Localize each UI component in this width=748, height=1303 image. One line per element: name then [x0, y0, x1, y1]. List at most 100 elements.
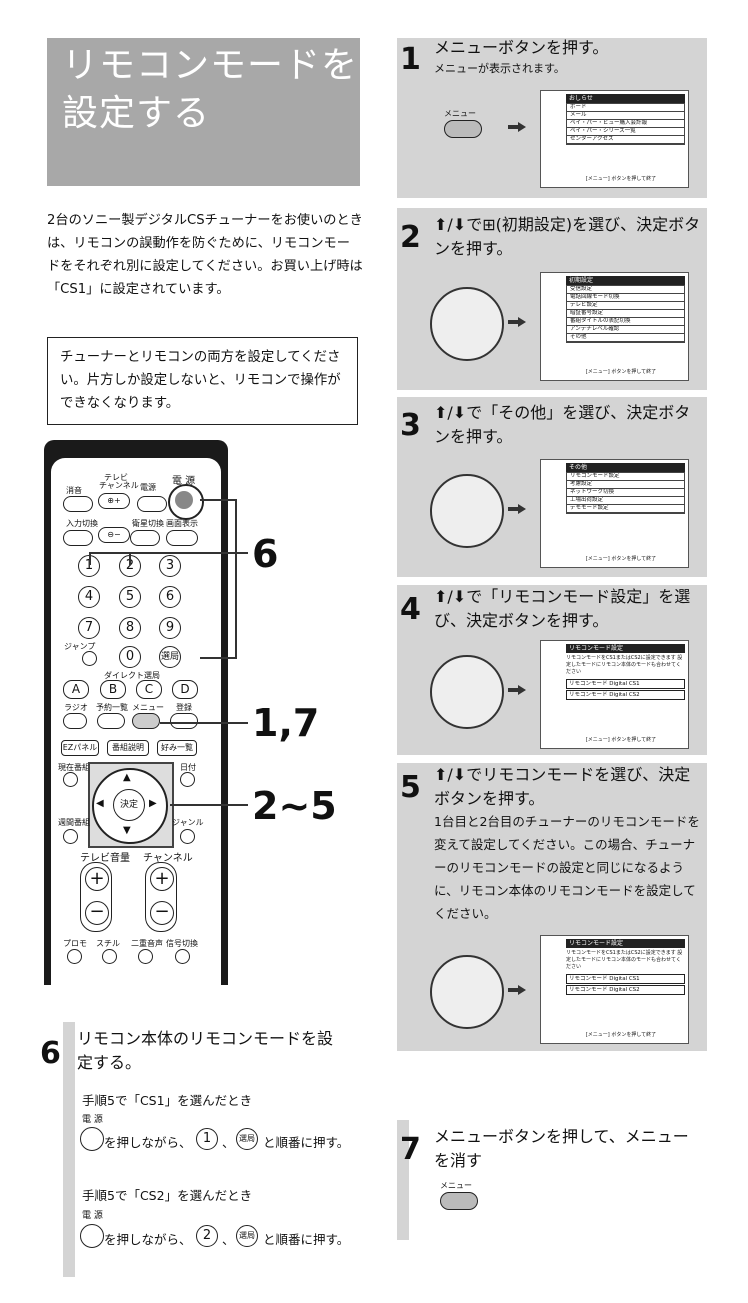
current-program-button[interactable]: [63, 772, 78, 787]
reserve-list-button[interactable]: [97, 713, 125, 729]
register-button[interactable]: [170, 713, 198, 729]
menu-label: メニュー: [132, 703, 164, 712]
jump-button[interactable]: [82, 651, 97, 666]
step4-screen: リモコンモード設定 リモコンモードをCS1またはCS2に設定できます 設定したモ…: [540, 640, 689, 749]
s2-row: アンテナレベル確認: [567, 326, 684, 334]
dual-audio-button[interactable]: [138, 949, 153, 964]
key-b[interactable]: B: [100, 680, 126, 699]
step6-press-order-1: と順番に押す。: [263, 1135, 350, 1150]
menu-button[interactable]: [132, 713, 160, 729]
num-key-3[interactable]: 3: [159, 555, 181, 577]
channel-down-button[interactable]: ⊖−: [98, 527, 130, 543]
key-d[interactable]: D: [172, 680, 198, 699]
channel-up-icon[interactable]: +: [150, 867, 174, 891]
genre-button[interactable]: [180, 829, 195, 844]
callout-step-2-5: 2~5: [252, 784, 337, 828]
s5-desc: リモコンモードをCS1またはCS2に設定できます 設定したモードにリモコン本体の…: [566, 950, 683, 970]
select-button[interactable]: 選局: [159, 646, 181, 668]
input-switch-button[interactable]: [63, 530, 93, 546]
weekly-program-button[interactable]: [63, 829, 78, 844]
program-info-button[interactable]: 番組説明: [107, 740, 149, 756]
step7-number: 7: [400, 1132, 421, 1167]
arrow-icon-2: [508, 320, 518, 324]
num-key-7[interactable]: 7: [78, 617, 100, 639]
s1-row: メール: [567, 112, 684, 120]
promo-button[interactable]: [67, 949, 82, 964]
down-arrow-icon[interactable]: ▼: [123, 825, 131, 836]
weekly-program-label: 週間番組: [58, 818, 90, 827]
power-icon: [175, 491, 193, 509]
num-key-9[interactable]: 9: [159, 617, 181, 639]
sat-switch-button[interactable]: [130, 530, 160, 546]
enter-button[interactable]: 決定: [113, 789, 145, 821]
ez-panel-button[interactable]: EZパネル: [61, 740, 99, 756]
s5-header: リモコンモード設定: [566, 939, 685, 948]
arrow-icon-5: [508, 988, 518, 992]
arrow-icon-4: [508, 688, 518, 692]
genre-label: ジャンル: [172, 818, 204, 827]
channel-up-button[interactable]: ⊕+: [98, 493, 130, 509]
still-button[interactable]: [102, 949, 117, 964]
num-key-2[interactable]: 2: [119, 555, 141, 577]
s4-header: リモコンモード設定: [566, 644, 685, 653]
date-label: 日付: [180, 763, 196, 772]
s5-option-1: リモコンモード Digital CS1: [566, 974, 685, 984]
key-c[interactable]: C: [136, 680, 162, 699]
current-program-label: 現在番組: [58, 763, 90, 772]
num-key-4[interactable]: 4: [78, 586, 100, 608]
step6-power-label-2: 電 源: [82, 1211, 103, 1221]
radio-label: ラジオ: [64, 703, 88, 712]
step2-title: ⬆/⬇で⊞(初期設定)を選び、決定ボタンを押す。: [434, 215, 701, 258]
up-arrow-icon[interactable]: ▲: [123, 772, 131, 783]
channel-down-icon[interactable]: −: [150, 901, 174, 925]
right-arrow-icon[interactable]: ▶: [149, 798, 157, 809]
s2-header: 初期設定: [566, 276, 685, 285]
dual-audio-label: 二重音声: [131, 939, 163, 948]
step6-bar: [63, 1022, 75, 1277]
signal-switch-button[interactable]: [175, 949, 190, 964]
callout-step-6: 6: [252, 532, 279, 576]
step6-press-while-1: を押しながら、: [104, 1135, 192, 1150]
num-key-0[interactable]: 0: [119, 646, 141, 668]
tv-power-button[interactable]: [137, 496, 167, 512]
step6-press-order-2: と順番に押す。: [263, 1232, 350, 1247]
s4-option-1: リモコンモード Digital CS1: [566, 679, 685, 689]
volume-down-icon[interactable]: −: [85, 901, 109, 925]
step1-subtitle: メニューが表示されます。: [434, 62, 565, 75]
num-key-6[interactable]: 6: [159, 586, 181, 608]
channel-label: チャンネル: [143, 853, 193, 864]
left-arrow-icon[interactable]: ◀: [96, 798, 104, 809]
page-title: リモコンモードを 設定する: [62, 45, 359, 134]
key-a[interactable]: A: [63, 680, 89, 699]
step6-select-icon-2: 選局: [236, 1225, 258, 1247]
date-button[interactable]: [180, 772, 195, 787]
register-label: 登録: [176, 703, 192, 712]
s4-option-2: リモコンモード Digital CS2: [566, 690, 685, 700]
s3-row: リモコンモード設定: [567, 473, 684, 481]
favorite-list-button[interactable]: 好み一覧: [157, 740, 197, 756]
intro-text: 2台のソニー製デジタルCSチューナーをお使いのときは、リモコンの誤動作を防ぐため…: [47, 213, 363, 297]
volume-up-icon[interactable]: +: [85, 867, 109, 891]
channel-rocker[interactable]: + −: [145, 862, 177, 932]
step6-power-label-1: 電 源: [82, 1115, 103, 1125]
num-key-8[interactable]: 8: [119, 617, 141, 639]
s3-row: ネットワーク切換: [567, 489, 684, 497]
s3-footer: [メニュー] ボタンを押して終了: [585, 556, 657, 562]
step1-menu-label: メニュー: [444, 109, 476, 118]
step6-key2-icon: 2: [196, 1225, 218, 1247]
volume-rocker[interactable]: + −: [80, 862, 112, 932]
step6-title: リモコン本体のリモコンモードを設定する。: [77, 1029, 334, 1072]
step6-key1-icon: 1: [196, 1128, 218, 1150]
power-button[interactable]: [168, 484, 204, 520]
s1-row: ボード: [567, 104, 684, 112]
radio-button[interactable]: [63, 713, 87, 729]
sat-switch-label: 衛星切換: [132, 519, 164, 528]
step5-title: ⬆/⬇でリモコンモードを選び、決定ボタンを押す。: [434, 765, 691, 808]
step1-number: 1: [400, 42, 421, 77]
num-key-5[interactable]: 5: [119, 586, 141, 608]
arrow-head-icon-3: [518, 504, 526, 514]
step6-press-while-2: を押しながら、: [104, 1232, 192, 1247]
screen-display-button[interactable]: [166, 530, 198, 546]
mute-button[interactable]: [63, 496, 93, 512]
